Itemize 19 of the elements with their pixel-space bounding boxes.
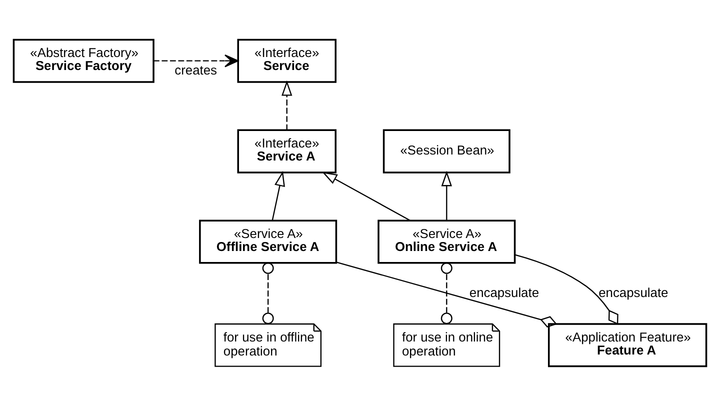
arrow bbox=[282, 80, 292, 130]
node-box: «Service A» Online Service A bbox=[378, 219, 516, 264]
edge-label: encapsulate bbox=[469, 284, 540, 300]
node-box: «Application Feature» Feature A bbox=[548, 322, 708, 367]
arrow bbox=[154, 54, 239, 67]
node-box: «Interface» Service A bbox=[237, 128, 336, 173]
arrow bbox=[441, 170, 452, 220]
node-box: «Abstract Factory» Service Factory bbox=[12, 38, 154, 82]
edge-label: creates bbox=[174, 62, 217, 78]
connector bbox=[514, 254, 618, 324]
node-box: «Interface» Service bbox=[237, 38, 336, 82]
arrow bbox=[322, 171, 411, 221]
connector bbox=[336, 261, 558, 327]
connector bbox=[440, 262, 452, 324]
edge-label: encapsulate bbox=[598, 284, 668, 300]
connector bbox=[262, 262, 274, 324]
arrow bbox=[272, 170, 285, 220]
node-box: «Session Bean» bbox=[382, 128, 510, 173]
node-box: «Service A» Offline Service A bbox=[199, 219, 338, 264]
